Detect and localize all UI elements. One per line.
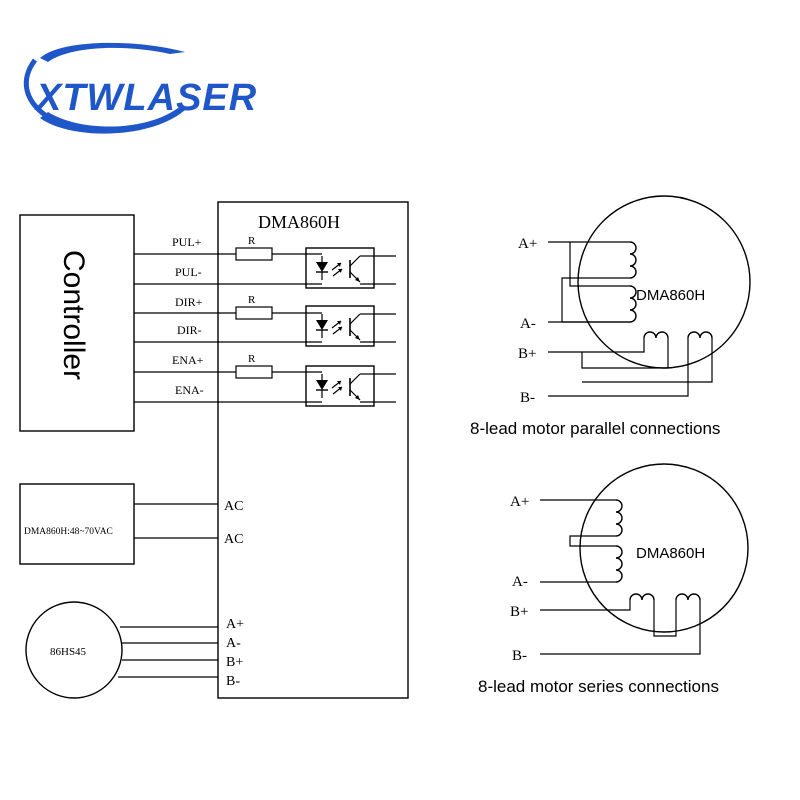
ena-minus-label: ENA- (175, 383, 204, 397)
dir-minus-label: DIR- (177, 323, 202, 337)
ena-channel: ENA+ ENA- R (134, 353, 396, 407)
motor-a-plus: A+ (226, 617, 244, 632)
pul-minus-label: PUL- (175, 265, 202, 279)
driver-block: DMA860H (217, 201, 409, 699)
motor-b-plus: B+ (226, 655, 243, 670)
parallel-a-plus: A+ (518, 236, 537, 252)
parallel-b-plus: B+ (518, 346, 536, 362)
series-a-plus: A+ (510, 494, 529, 510)
ac1-label: AC (224, 499, 243, 514)
ena-plus-label: ENA+ (172, 353, 204, 367)
motor-label: 86HS45 (50, 646, 87, 658)
parallel-a-minus: A- (520, 316, 536, 332)
dir-resistor-label: R (248, 294, 256, 306)
power-supply-block: DMA860H:48~70VAC AC AC (19, 483, 243, 565)
pul-resistor-label: R (248, 235, 256, 247)
motor-b-minus: B- (226, 674, 240, 689)
ac2-label: AC (224, 532, 243, 547)
parallel-caption: 8-lead motor parallel connections (470, 419, 720, 438)
parallel-b-minus: B- (520, 390, 535, 406)
series-caption: 8-lead motor series connections (478, 677, 719, 696)
ena-resistor-label: R (248, 353, 256, 365)
motor-86hs45: 86HS45 A+ A- B+ B- (25, 601, 244, 699)
pul-plus-label: PUL+ (172, 235, 202, 249)
logo-text: XTWLASER (34, 77, 257, 119)
xtwlaser-logo: XTWLASER (23, 42, 257, 134)
series-b-plus: B+ (510, 604, 528, 620)
power-supply-label: DMA860H:48~70VAC (24, 527, 113, 537)
series-a-minus: A- (512, 574, 528, 590)
parallel-connection-diagram: DMA860H A+ A- B+ B- 8-lead motor paralle… (470, 195, 751, 438)
dir-channel: DIR+ DIR- R (134, 294, 396, 347)
parallel-motor-label: DMA860H (636, 287, 705, 304)
motor-a-minus: A- (226, 636, 241, 651)
controller-block: Controller (19, 214, 135, 432)
series-b-minus: B- (512, 648, 527, 664)
controller-label: Controller (57, 250, 90, 380)
dir-plus-label: DIR+ (175, 295, 203, 309)
series-connection-diagram: DMA860H A+ A- B+ B- 8-lead motor series … (478, 463, 749, 696)
series-motor-label: DMA860H (636, 545, 705, 562)
driver-title: DMA860H (258, 212, 340, 232)
pul-channel: PUL+ PUL- R (134, 235, 396, 289)
